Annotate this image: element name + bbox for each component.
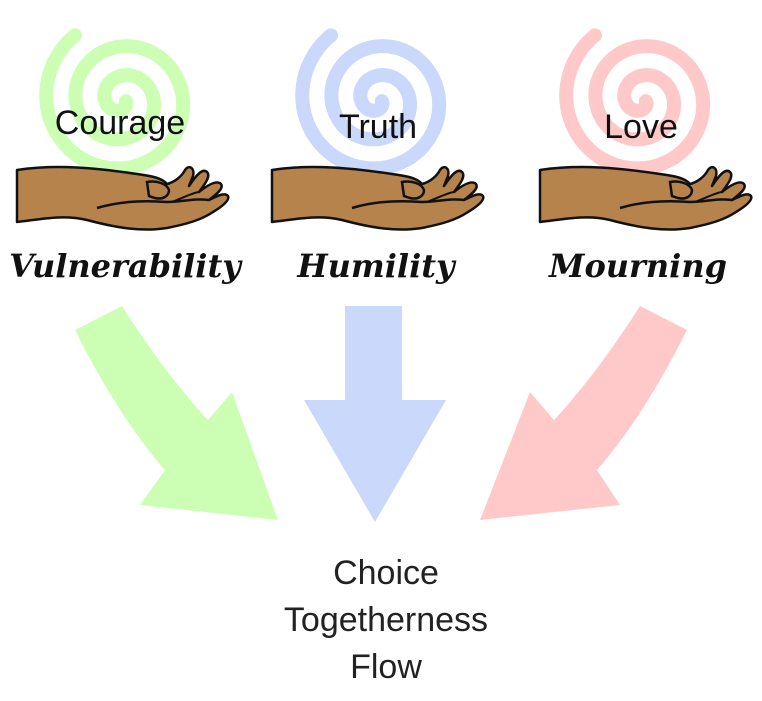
spiral-truth — [295, 28, 447, 176]
outcome-togetherness: Togetherness — [284, 601, 488, 639]
spirals — [39, 28, 711, 176]
label-love: Love — [604, 108, 678, 146]
hand-icon-1 — [15, 165, 230, 231]
outcome-choice: Choice — [333, 554, 439, 592]
spiral-courage — [39, 28, 191, 176]
label-courage: Courage — [55, 104, 185, 142]
label-truth: Truth — [339, 108, 417, 146]
outcome-flow: Flow — [350, 648, 422, 686]
hand-icon-3 — [538, 165, 753, 231]
spiral-love — [559, 28, 711, 176]
arrow-green — [75, 306, 278, 520]
arrow-blue — [304, 306, 446, 522]
hand-icon-2 — [270, 165, 485, 231]
label-vulnerability: Vulnerability — [9, 247, 243, 285]
label-mourning: Mourning — [548, 247, 727, 285]
label-humility: Humility — [296, 247, 457, 285]
arrow-red — [480, 306, 687, 520]
